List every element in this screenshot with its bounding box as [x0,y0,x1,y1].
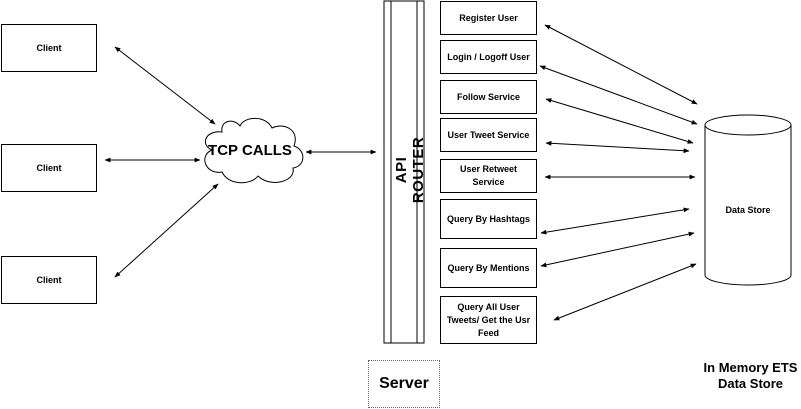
client-box-3: Client [1,256,97,304]
arrow-tweet-datastore [545,140,690,154]
service-label: Query By Mentions [447,262,530,273]
service-label: Register User [459,12,518,23]
client-box-2: Client [1,144,97,192]
service-query-mentions: Query By Mentions [440,248,537,288]
tcp-calls-label: TCP CALLS [208,142,292,159]
client-label: Client [36,274,62,285]
service-label: Query By Hashtags [446,213,531,224]
client-box-1: Client [1,24,97,72]
client-label: Client [36,162,62,173]
datastore-cylinder-top [704,114,792,136]
arrow-mentions-datastore [540,231,695,268]
arrow-feed-datastore [553,263,697,321]
arrow-follow-datastore [545,98,694,144]
datastore-cylinder [704,125,792,286]
service-query-hashtags: Query By Hashtags [440,199,537,239]
service-label: User Retweet Service [459,164,518,187]
arrow-register-datastore [544,24,698,105]
tcp-cloud-shape [204,117,304,184]
service-label: Login / Logoff User [447,51,530,62]
api-router-label: API ROUTER [393,136,427,204]
arrow-login-datastore [539,65,698,125]
service-query-all-user-tweets: Query All User Tweets/ Get the Usr Feed [440,296,537,344]
service-login-logoff: Login / Logoff User [440,40,537,74]
service-label: Query All User Tweets/ Get the Usr Feed [446,301,531,338]
server-caption: Server [379,375,429,392]
arrow-client3-cloud [114,183,219,278]
datastore-label: Data Store [725,205,771,215]
arrow-hashtags-datastore [540,207,690,235]
service-user-retweet: User Retweet Service [440,159,537,193]
service-label: User Tweet Service [447,129,530,140]
service-follow: Follow Service [440,80,537,114]
ets-caption: In Memory ETS Data Store [703,360,798,391]
service-label: Follow Service [456,91,521,102]
server-caption-box: Server [368,360,440,408]
service-register-user: Register User [440,1,537,35]
service-user-tweet: User Tweet Service [440,118,537,152]
client-label: Client [36,42,62,53]
arrow-client1-cloud [114,46,216,125]
